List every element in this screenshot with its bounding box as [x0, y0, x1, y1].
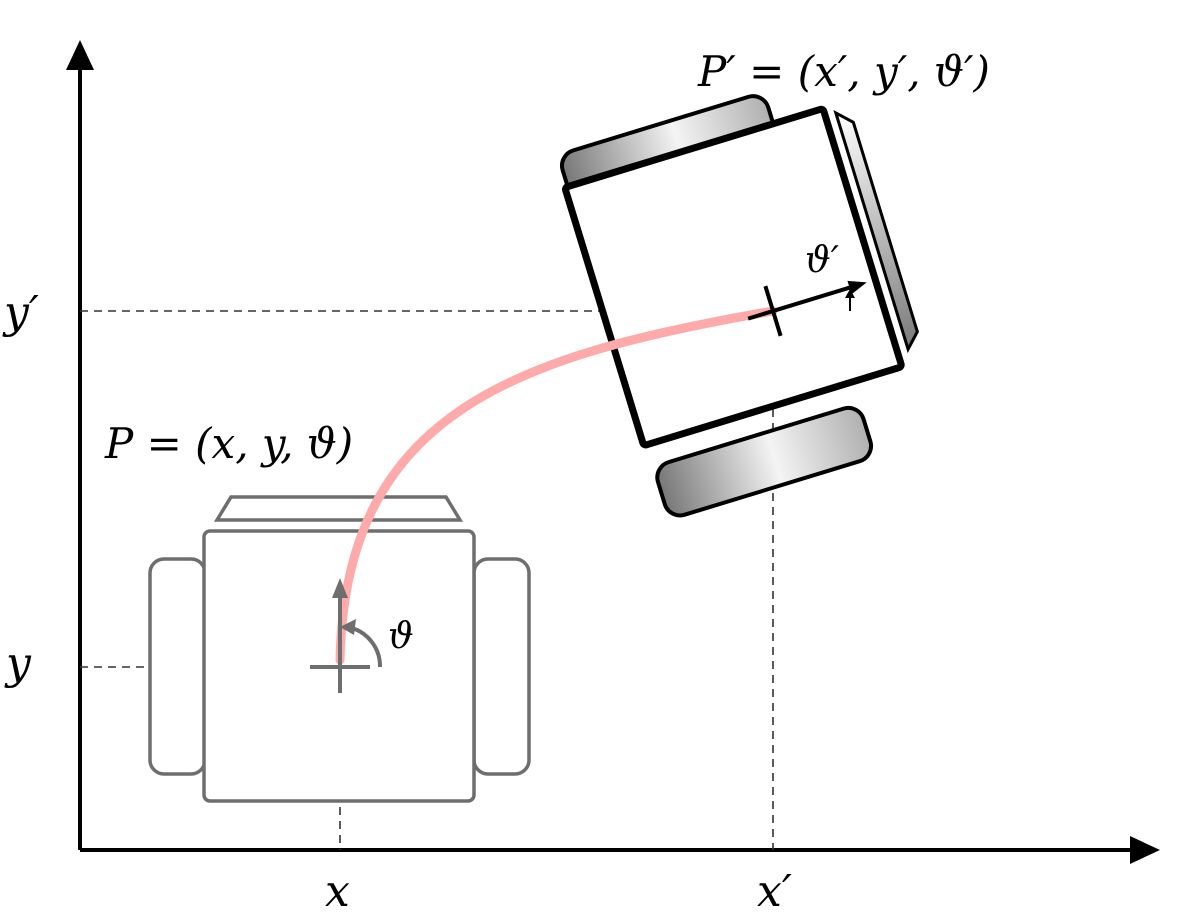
robot-end-body	[562, 105, 905, 449]
axis-label-x: x	[325, 866, 350, 917]
start-heading-arrowhead	[332, 578, 348, 598]
start-heading	[310, 578, 383, 693]
trajectory-path	[335, 306, 778, 665]
end-angle-marker	[845, 289, 855, 311]
y-axis-arrowhead	[66, 40, 94, 70]
axis-label-x-prime: x′	[757, 866, 792, 917]
robot-end	[559, 94, 919, 518]
coordinate-axes	[66, 40, 1160, 864]
end-heading	[747, 280, 867, 337]
theta-label: ϑ	[388, 616, 414, 657]
robot-start-right-wheel	[472, 557, 531, 776]
pose-start-label: P = (x, y, ϑ)	[104, 419, 353, 468]
pose-end-label: P′ = (x′, y′, ϑ′)	[697, 47, 990, 96]
end-heading-vector	[747, 285, 853, 321]
robot-start-left-wheel	[148, 557, 207, 776]
x-axis-arrowhead	[1130, 836, 1160, 864]
robot-end-sensor	[833, 109, 919, 354]
robot-end-bottom-wheel	[655, 405, 874, 518]
axis-label-y-prime: y′	[2, 287, 39, 338]
start-angle-arrowhead	[340, 619, 356, 635]
axis-label-y: y	[4, 638, 32, 689]
end-heading-arrowhead	[847, 280, 867, 295]
robot-start-sensor	[213, 495, 464, 522]
end-angle-tick-arrowhead	[845, 289, 855, 298]
theta-prime-label: ϑ′	[805, 240, 839, 281]
